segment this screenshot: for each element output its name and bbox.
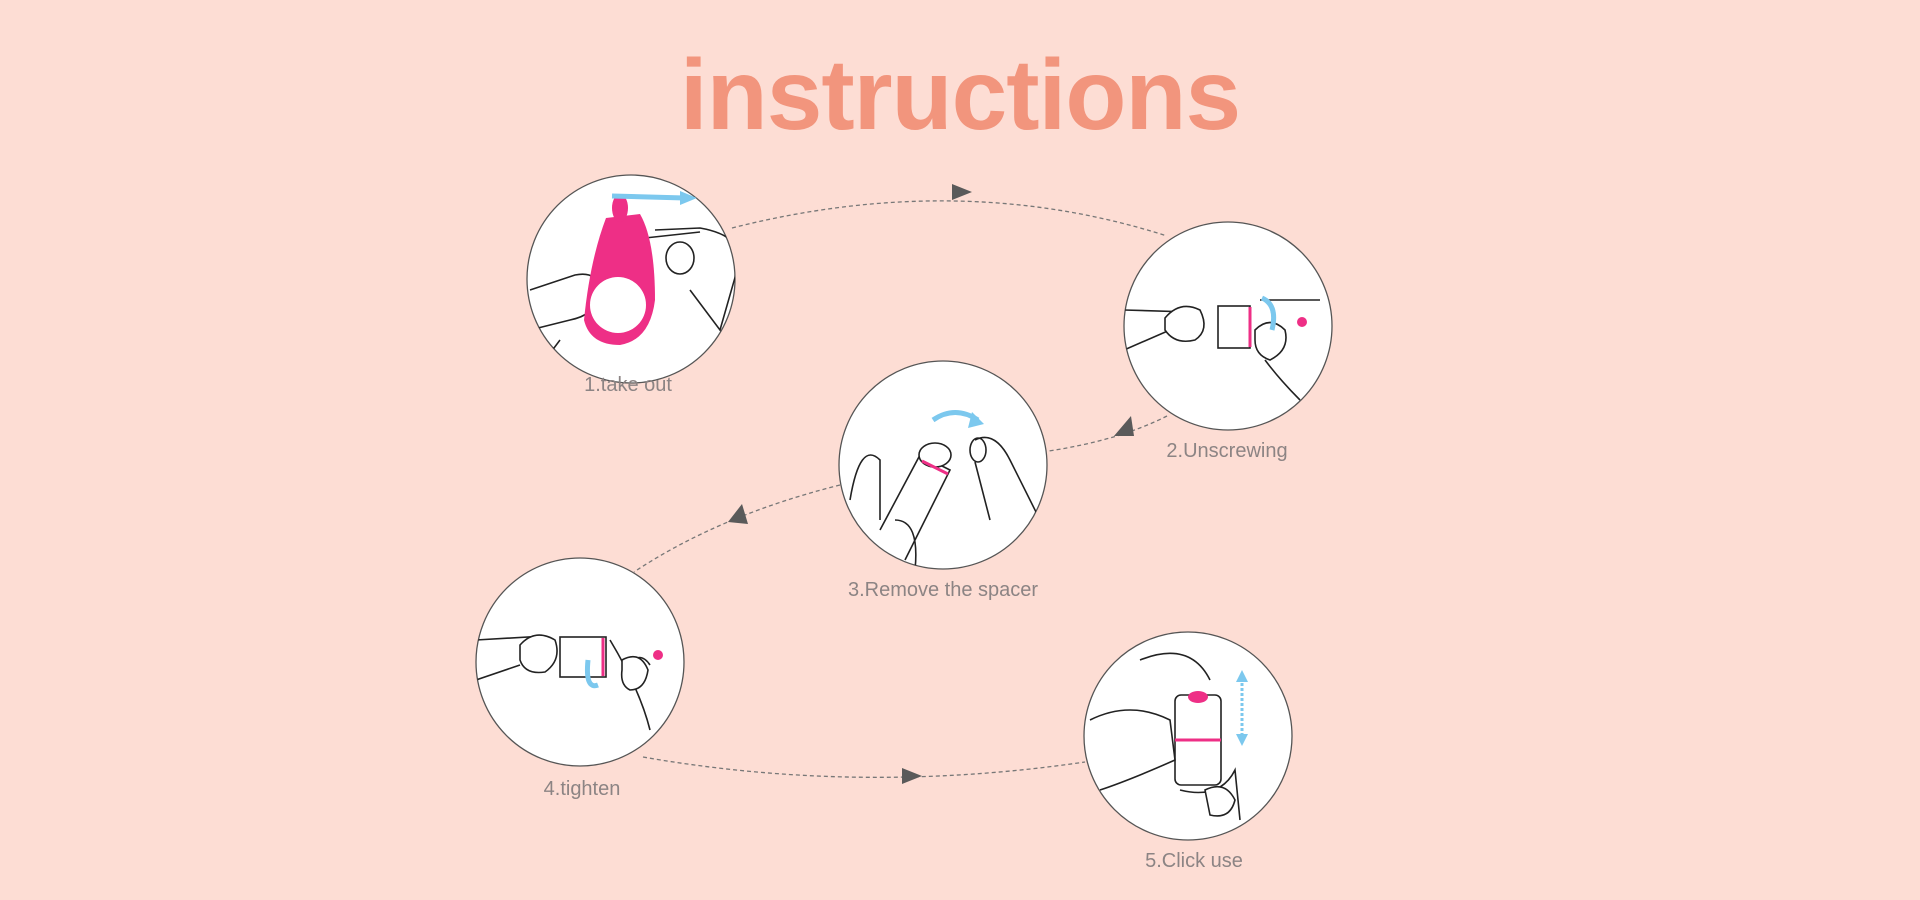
flow-arrow-4-icon xyxy=(902,768,922,784)
page-title: instructions xyxy=(679,39,1241,151)
flow-arc-2-3 xyxy=(1048,415,1168,452)
step-3-label: 3.Remove the spacer xyxy=(847,579,1039,601)
tighten-illustration xyxy=(475,557,685,767)
step-4-label: 4.tighten xyxy=(543,778,621,800)
remove-spacer-illustration xyxy=(838,360,1048,570)
flow-arc-3-4 xyxy=(633,484,841,573)
flow-arrow-3-icon xyxy=(728,504,748,524)
take-out-illustration xyxy=(526,174,736,384)
flow-arc-1-2 xyxy=(731,200,1168,237)
step-5-label: 5.Click use xyxy=(1145,850,1243,872)
click-use-illustration xyxy=(1083,631,1293,841)
unscrewing-illustration xyxy=(1123,221,1333,431)
step-1-label: 1.take out xyxy=(584,374,672,396)
flow-arrow-1-icon xyxy=(952,184,972,200)
flow-arc-4-5 xyxy=(642,756,1086,778)
flow-arrow-2-icon xyxy=(1114,416,1134,436)
step-2-label: 2.Unscrewing xyxy=(1166,440,1288,462)
